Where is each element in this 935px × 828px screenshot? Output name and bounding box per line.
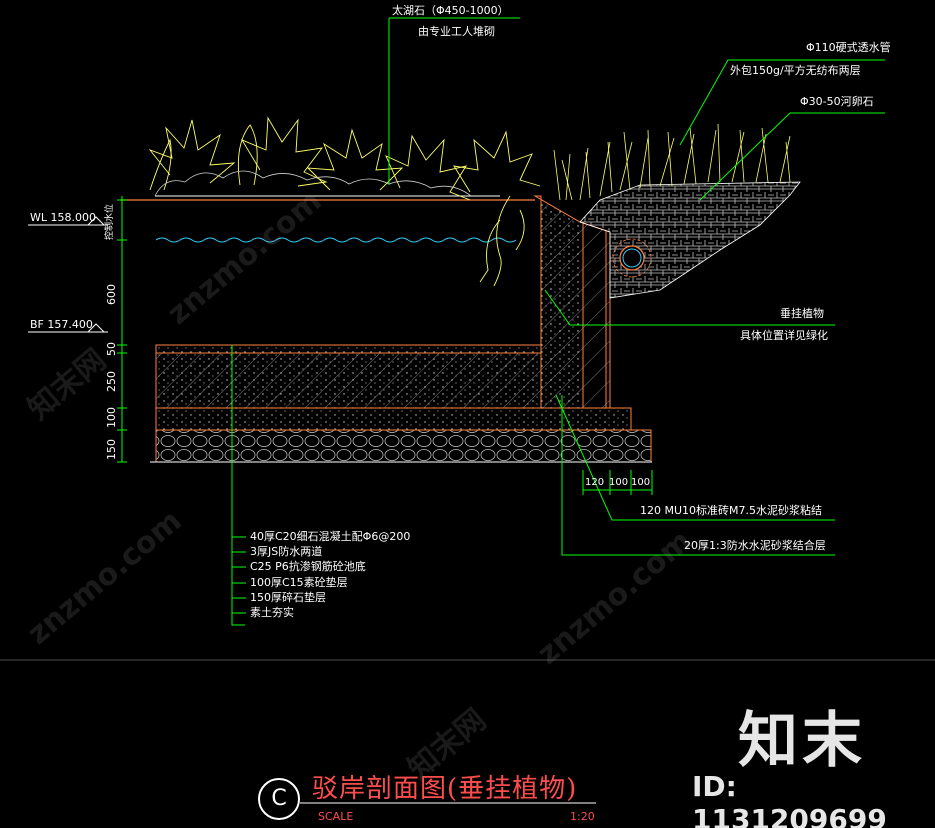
- layer-label-1: 40厚C20细石混凝土配Φ6@200: [250, 530, 411, 543]
- horizontal-dimension: [582, 470, 653, 495]
- pebble-fill: [579, 181, 801, 299]
- taihu-rock: [154, 170, 472, 197]
- layer-label-4: 100厚C15素砼垫层: [250, 576, 348, 589]
- hdim-100b: 100: [631, 477, 651, 488]
- label-pipe-wrap: 外包150g/平方无纺布两层: [730, 64, 861, 77]
- label-rock: 太湖石（Φ450-1000）: [392, 4, 509, 17]
- gravel-cushion: [155, 429, 652, 463]
- hdim-120: 120: [585, 477, 605, 488]
- label-pipe: Φ110硬式透水管: [806, 41, 891, 54]
- leader-lines: [231, 17, 885, 626]
- label-brick: 120 MU10标准砖M7.5水泥砂浆粘结: [640, 504, 823, 517]
- vdim-50: 50: [105, 342, 118, 356]
- plantings: [148, 116, 541, 287]
- vdim-250: 250: [105, 371, 118, 392]
- section-index: C: [258, 778, 300, 820]
- scale-label: SCALE: [318, 810, 354, 823]
- grass: [553, 123, 791, 201]
- level-bf: BF 157.400: [30, 318, 93, 331]
- drawing-title: 驳岸剖面图(垂挂植物): [312, 774, 578, 804]
- layer-label-2: 3厚JS防水两道: [250, 545, 323, 558]
- vdim-control: 控制水位: [105, 203, 115, 240]
- label-pebble: Φ30-50河卵石: [800, 95, 874, 108]
- fine-concrete-layer: [155, 344, 542, 354]
- water-surface: [155, 237, 517, 243]
- level-markers: [28, 216, 108, 333]
- plain-concrete-cushion: [155, 407, 632, 431]
- drain-pipe: [619, 245, 645, 271]
- brand-logo: 知末: [738, 706, 866, 776]
- scale-value: 1:20: [570, 810, 595, 823]
- label-hanging-plant: 垂挂植物: [780, 307, 824, 320]
- layer-label-6: 素土夯实: [250, 606, 294, 619]
- layer-label-3: C25 P6抗渗钢筋砼池底: [250, 560, 366, 573]
- label-mortar: 20厚1:3防水水泥砂浆结合层: [684, 539, 826, 552]
- vdim-100: 100: [105, 407, 118, 428]
- vertical-dimension: [117, 196, 127, 463]
- label-hanging-plant-note: 具体位置详见绿化: [740, 329, 828, 342]
- brand-id: ID: 1131209699: [692, 770, 887, 828]
- vdim-600: 600: [105, 284, 118, 305]
- vdim-150: 150: [105, 439, 118, 460]
- level-wl: WL 158.000: [30, 211, 96, 224]
- hdim-100a: 100: [609, 477, 629, 488]
- label-rock-note: 由专业工人堆砌: [418, 25, 495, 38]
- layer-label-5: 150厚碎石垫层: [250, 591, 326, 604]
